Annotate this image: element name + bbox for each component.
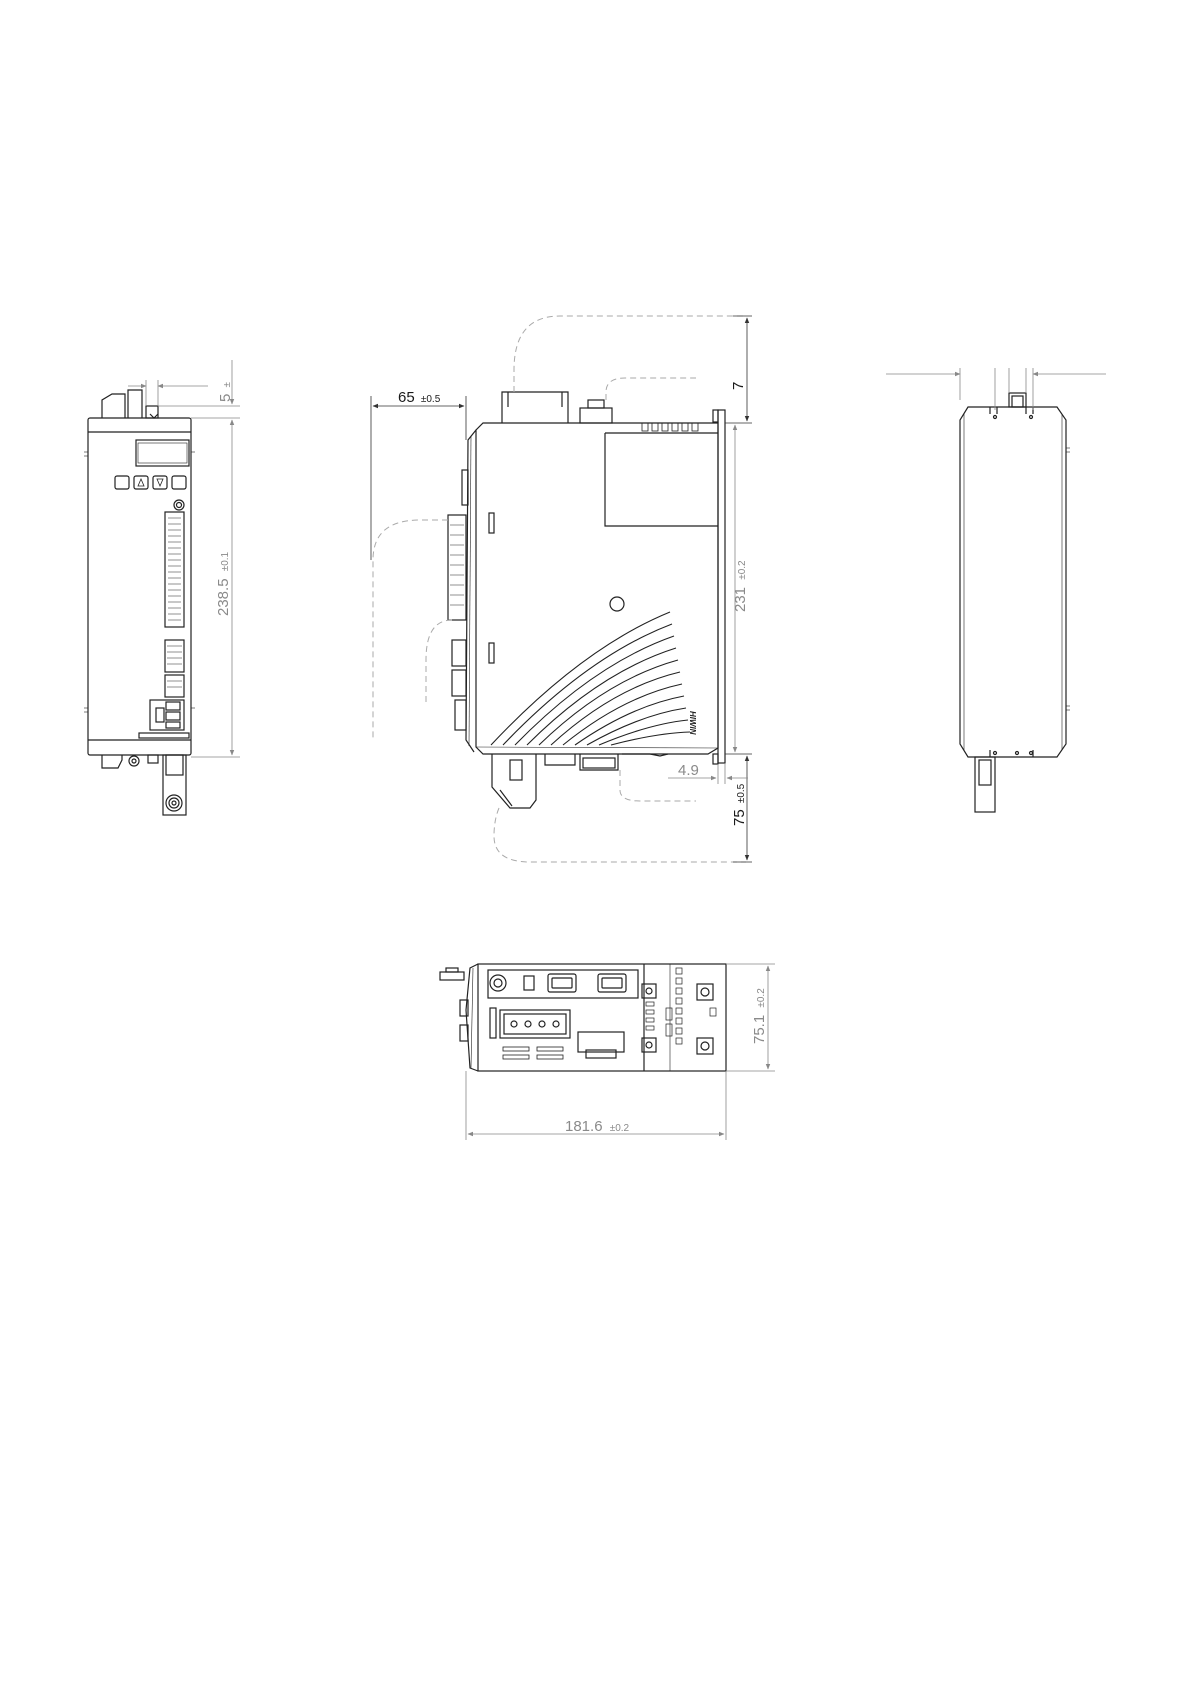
brand-logo: HIWIN [688, 711, 697, 735]
side-height-dimension: 231 ±0.2 [732, 560, 749, 612]
bottom-clearance-dimension: 75 ±0.5 [731, 783, 748, 826]
side-offset-dimension: 4.9 [678, 762, 699, 779]
keypad [115, 476, 186, 510]
bottom-length-dimension: 181.6 ±0.2 [565, 1118, 630, 1135]
top-clearance-dimension: 7 [730, 382, 747, 390]
io-connector [165, 512, 184, 627]
bottom-view [440, 964, 726, 1071]
rear-body [960, 407, 1066, 757]
front-top-offset-dimension: 5 ± [217, 381, 234, 402]
top-connector [502, 392, 568, 423]
cooling-fins [491, 612, 690, 745]
front-view [84, 390, 195, 815]
front-height-dimension: 238.5 ±0.1 [215, 551, 232, 616]
bottom-connector-side [492, 754, 536, 808]
front-body [88, 418, 191, 755]
rear-dimensions [886, 368, 1106, 410]
mounting-hole [610, 597, 624, 611]
bottom-depth-dimension: 75.1 ±0.2 [751, 988, 768, 1044]
side-body [476, 423, 718, 754]
display-window [136, 440, 189, 466]
side-view: HIWIN [448, 392, 725, 808]
rear-view [960, 393, 1070, 812]
top-width-dimension: 65 ±0.5 [398, 389, 441, 406]
